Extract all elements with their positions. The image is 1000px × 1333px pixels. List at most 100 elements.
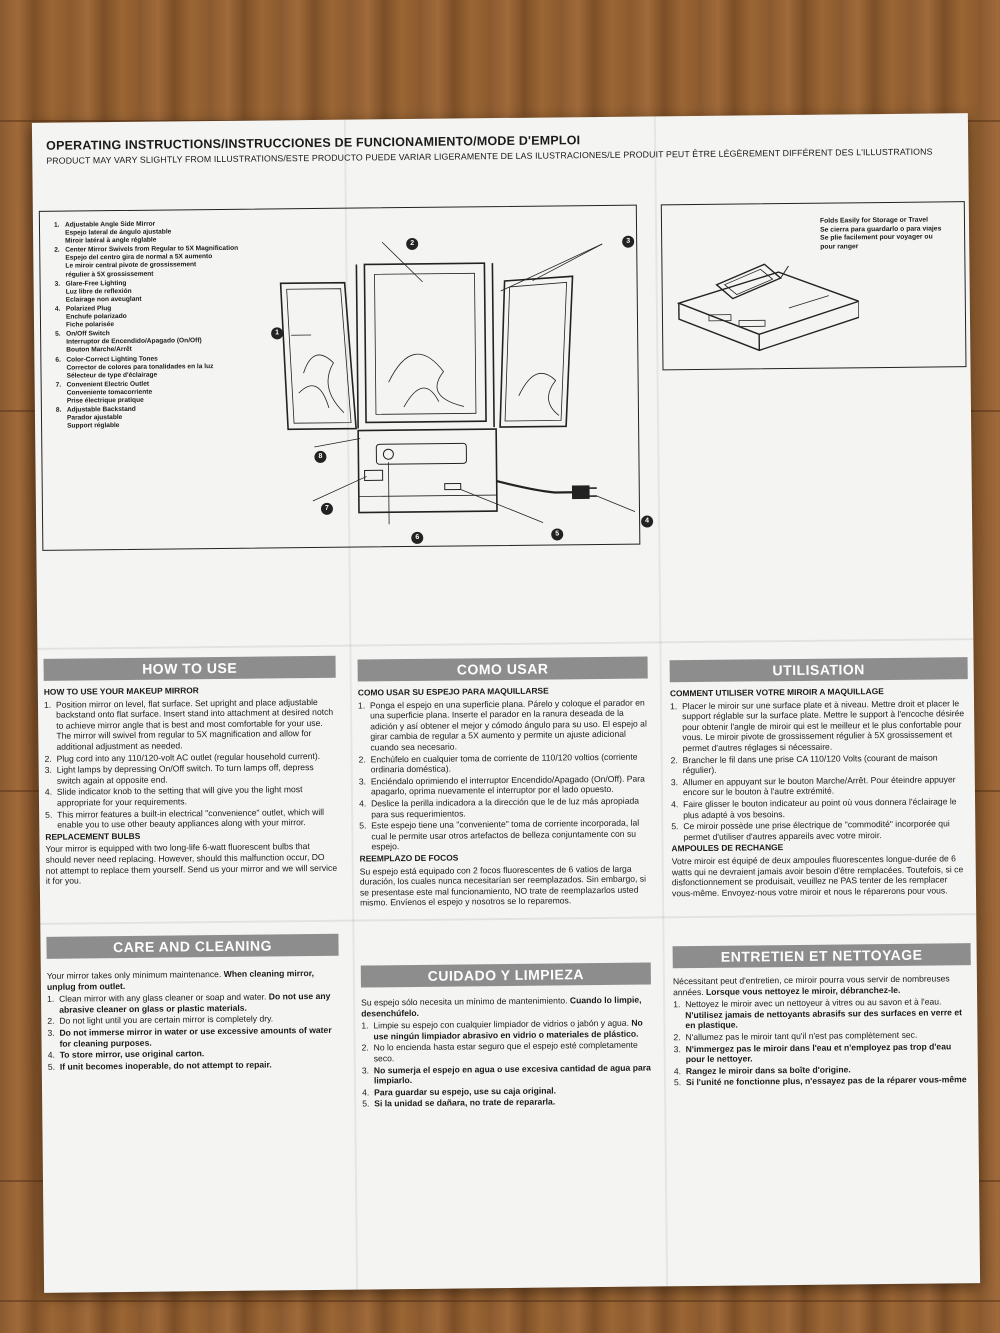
step-item: 1.Position mirror on level, flat surface… xyxy=(44,696,337,752)
steps-list: 1.Position mirror on level, flat surface… xyxy=(44,696,337,830)
step-item: 3.Allumer en appuyant sur le bouton Marc… xyxy=(671,774,969,798)
step-item: 5. This mirror features a built-in electr… xyxy=(45,806,337,830)
care-banner: ENTRETIEN ET NETTOYAGE xyxy=(672,943,971,969)
step-text: Nettoyez le miroir avec un nettoyeur à v… xyxy=(685,996,971,1031)
step-text: No sumerja el espejo en agua o use exces… xyxy=(374,1062,652,1086)
callout-number: 5 xyxy=(551,528,564,541)
legend-item: 2.Center Mirror Swivels from Regular to … xyxy=(54,245,284,280)
step-text: Si l'unité ne fonctionne plus, n'essayez… xyxy=(686,1074,972,1088)
care-intro: Su espejo sólo necesita un mínimo de man… xyxy=(361,994,642,1019)
legend-line: Support réglable xyxy=(67,422,120,430)
step-number: 3. xyxy=(44,764,52,775)
callout-number: 6 xyxy=(411,531,424,544)
step-item: 1.Placer le miroir sur une surface plate… xyxy=(670,698,969,754)
care-warning: Si la unidad se dañara, no trate de repa… xyxy=(374,1096,556,1109)
step-text: Enchúfelo en cualquier toma de corriente… xyxy=(370,751,638,775)
step-text: Placer le miroir sur une surface plate e… xyxy=(681,697,965,754)
step-text: Deslice la perilla indicadora a la direc… xyxy=(370,795,640,819)
care-warning: Para guardar su espejo, use su caja orig… xyxy=(374,1085,557,1098)
step-text: Slide indicator knob to the setting that… xyxy=(56,784,303,808)
step-item: 4.Slide indicator knob to the setting th… xyxy=(45,784,337,808)
care-item: 1.Clean mirror with any glass cleaner or… xyxy=(47,991,339,1015)
english-column: HOW TO USE HOW TO USE YOUR MAKEUP MIRROR… xyxy=(43,655,338,889)
utilisation-banner: UTILISATION xyxy=(669,657,968,683)
step-item: 5. Ce miroir possède une prise électrique… xyxy=(671,818,969,842)
step-number: 1. xyxy=(361,1020,369,1031)
step-item: 4.Deslice la perilla indicadora a la dir… xyxy=(359,795,649,819)
callout-number: 1 xyxy=(271,327,284,340)
legend-number: 5. xyxy=(55,330,61,338)
page-title: OPERATING INSTRUCTIONS/INSTRUCCIONES DE … xyxy=(46,133,581,153)
replacement-text: Su espejo está equipado con 2 focos fluo… xyxy=(359,863,647,908)
step-text: Brancher le fil dans une prise CA 110/12… xyxy=(682,752,938,776)
step-number: 1. xyxy=(673,999,681,1010)
step-item: 5.Este espejo tiene una "conveniente" to… xyxy=(359,818,649,853)
care-item: 5.If unit becomes inoperable, do not att… xyxy=(48,1059,340,1073)
care-warning: N'immergez pas le miroir dans l'eau et n… xyxy=(685,1040,952,1065)
legend-number: 6. xyxy=(55,356,61,364)
care-warning: Rangez le miroir dans sa boîte d'origine… xyxy=(685,1064,851,1076)
callout-number: 3 xyxy=(622,235,635,248)
legend-text: Convenient Electric Outlet xyxy=(66,380,150,389)
replacement-text: Votre miroir est équipé de deux ampoules… xyxy=(671,853,964,898)
step-text: Ce miroir possède une prise électrique d… xyxy=(683,818,950,842)
step-text: Light lamps by depressing On/Off switch.… xyxy=(56,762,314,786)
step-number: 4. xyxy=(44,787,53,798)
callout-number: 7 xyxy=(320,502,334,515)
care-steps-list: 1. Nettoyez le miroir avec un nettoyeur à… xyxy=(673,996,972,1088)
legend-text: Color-Correct Lighting Tones xyxy=(66,355,158,364)
callout-number: 2 xyxy=(406,237,419,251)
spanish-column: COMO USAR COMO USAR SU ESPEJO PARA MAQUI… xyxy=(357,656,651,911)
legend-number: 3. xyxy=(54,280,61,288)
step-number: 4. xyxy=(362,1087,370,1098)
legend-number: 2. xyxy=(54,246,60,254)
replacement-heading: REPLACEMENT BULBS xyxy=(45,830,141,842)
step-item: 2. Brancher le fil dans une prise CA 110/… xyxy=(671,752,969,776)
step-number: 1. xyxy=(43,699,52,710)
care-item: 2. No lo encienda hasta estar seguro que … xyxy=(362,1040,652,1064)
step-number: 5. xyxy=(673,1077,682,1088)
folded-mirror-illustration xyxy=(676,263,860,352)
step-text: Limpie su espejo con cualquier limpiador… xyxy=(373,1018,651,1042)
care-item: 3.Do not immerse mirror in water or use … xyxy=(47,1025,339,1049)
care-warning: No sumerja el espejo en agua o use exces… xyxy=(373,1062,651,1086)
step-number: 2. xyxy=(670,754,678,765)
care-warning: N'utilisez jamais de nettoyants abrasifs… xyxy=(685,1007,963,1031)
step-number: 3. xyxy=(361,1065,370,1076)
fold-caption-line: pour ranger xyxy=(820,242,859,251)
step-item: 2.Enchúfelo en cualquier toma de corrien… xyxy=(359,751,649,775)
spanish-care-column: CUIDADO Y LIMPIEZA Su espejo sólo necesi… xyxy=(360,962,653,1110)
step-number: 4. xyxy=(671,799,679,810)
step-text: Ponga el espejo en una superficie plana.… xyxy=(369,697,647,753)
step-number: 5. xyxy=(671,821,679,832)
care-warning: To store mirror, use original carton. xyxy=(59,1048,205,1060)
care-warning: Do not immerse mirror in water or use ex… xyxy=(59,1024,332,1049)
replacement-text: Your mirror is equipped with two long-li… xyxy=(45,841,338,886)
step-number: 1. xyxy=(357,700,366,711)
step-number: 3. xyxy=(673,1043,681,1054)
step-text: This mirror features a built-in electric… xyxy=(57,806,325,830)
step-item: 1.Ponga el espejo en una superficie plan… xyxy=(358,697,649,753)
step-item: 4. Faire glisser le bouton indicateur au … xyxy=(671,796,969,820)
step-text: Faire glisser le bouton indicateur au po… xyxy=(683,796,957,820)
step-number: 3. xyxy=(670,776,679,788)
step-text: Enciéndalo oprimiendo el interruptor Enc… xyxy=(370,773,645,797)
how-to-use-banner: HOW TO USE xyxy=(43,655,336,681)
step-number: 4. xyxy=(673,1065,682,1077)
legend-number: 7. xyxy=(55,381,62,389)
step-number: 5. xyxy=(45,809,53,820)
step-number: 2. xyxy=(361,1042,369,1053)
care-steps-list: 1. Limpie su espejo con cualquier limpiad… xyxy=(361,1018,652,1110)
care-text: No lo encienda hasta estar seguro que el… xyxy=(373,1040,638,1064)
step-number: 5. xyxy=(359,820,367,831)
care-intro: Nécessitant peut d'entretien, ce miroir … xyxy=(672,973,950,997)
step-item: 3.Enciéndalo oprimiendo el interruptor E… xyxy=(359,773,649,797)
legend-text: On/Off Switch xyxy=(66,330,110,338)
